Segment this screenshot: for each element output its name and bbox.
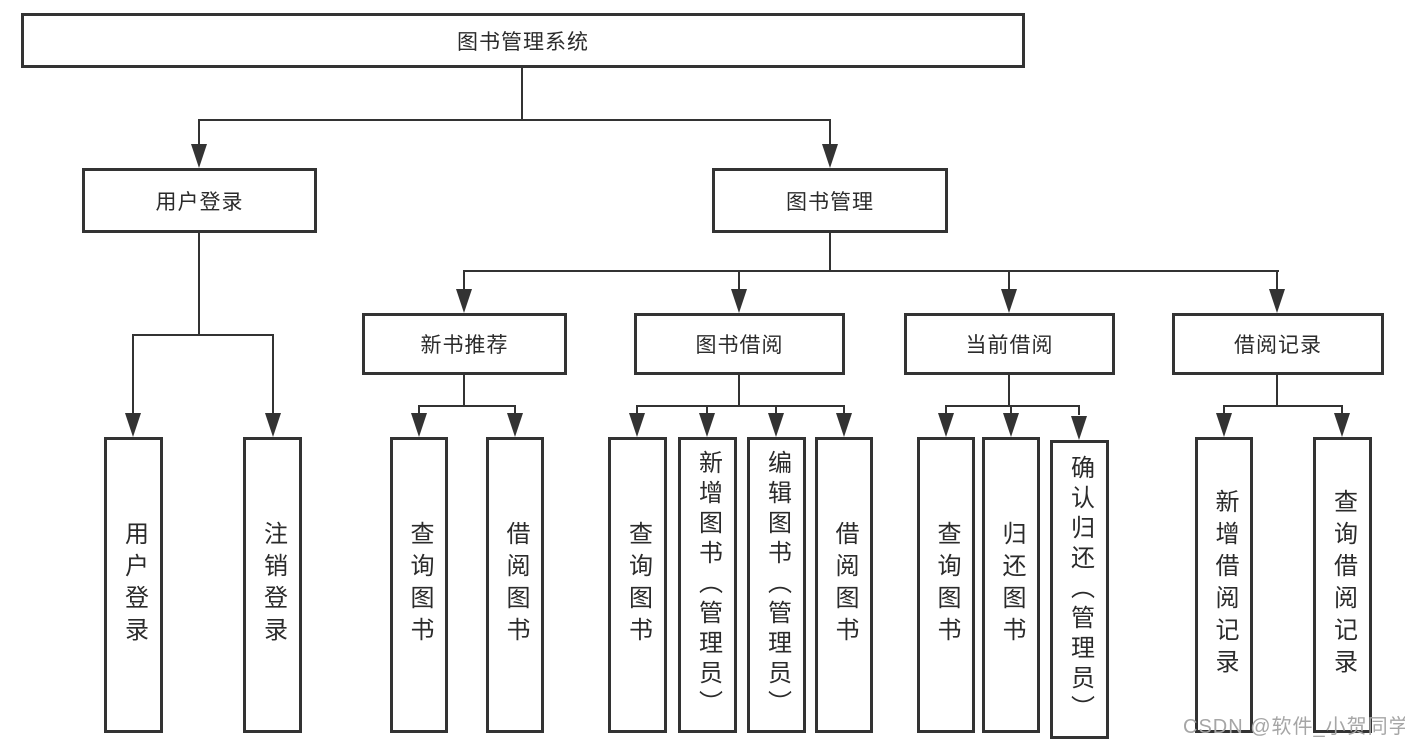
connector-user-login-crossbar [132, 334, 274, 336]
connector-leaf [775, 405, 777, 415]
arrow-down-icon [699, 413, 715, 437]
arrow-down-icon [836, 413, 852, 437]
leaf-label: 新增借阅记录 [1211, 489, 1238, 681]
leaf-borrow-book-1: 借阅图书 [486, 437, 544, 733]
node-label: 图书管理系统 [457, 30, 589, 54]
leaf-label: 查询图书 [624, 521, 652, 649]
connector-to-new-book-rec [463, 270, 465, 292]
connector-new-book-rec-stem [463, 373, 465, 407]
node-label: 新书推荐 [420, 334, 509, 357]
connector-to-borrow-record [1276, 270, 1278, 292]
arrow-down-icon [1334, 413, 1350, 437]
leaf-edit-book-admin: 编辑图书（管理员） [747, 437, 806, 733]
connector-leaf [418, 405, 420, 415]
connector-leaf [636, 405, 638, 415]
connector-leaf [706, 405, 708, 415]
leaf-label: 借阅图书 [502, 521, 529, 649]
leaf-label: 归还图书 [998, 521, 1025, 649]
arrow-down-icon [768, 413, 784, 437]
leaf-label: 查询借阅记录 [1329, 489, 1357, 681]
leaf-borrow-book-2: 借阅图书 [815, 437, 873, 733]
arrow-down-icon [1269, 289, 1285, 313]
node-label: 借阅记录 [1234, 334, 1322, 357]
connector-leaf [1223, 405, 1225, 415]
arrow-down-icon [822, 144, 838, 168]
node-label: 当前借阅 [965, 334, 1054, 357]
arrow-down-icon [1216, 413, 1232, 437]
connector-leaf [945, 405, 947, 415]
connector-borrow-record-stem [1276, 373, 1278, 407]
arrow-down-icon [1003, 413, 1019, 437]
connector-book-borrow-stem [738, 373, 740, 407]
leaf-label: 确认归还（管理员） [1066, 454, 1094, 725]
node-user-login: 用户登录 [82, 168, 317, 233]
arrow-down-icon [265, 413, 281, 437]
connector-leaf [1078, 405, 1080, 415]
leaf-query-borrow-record: 查询借阅记录 [1313, 437, 1372, 733]
leaf-label: 查询图书 [933, 521, 960, 649]
node-label: 用户登录 [155, 190, 244, 214]
node-book-borrow: 图书借阅 [634, 313, 845, 375]
arrow-down-icon [731, 289, 747, 313]
leaf-return-book: 归还图书 [982, 437, 1040, 733]
node-current-borrow: 当前借阅 [904, 313, 1115, 375]
arrow-down-icon [507, 413, 523, 437]
arrow-down-icon [191, 144, 207, 168]
connector-leaf [1010, 405, 1012, 415]
leaf-query-book-2: 查询图书 [608, 437, 667, 733]
node-new-book-recommend: 新书推荐 [362, 313, 567, 375]
connector-root-stem [521, 68, 523, 121]
connector-leaf [1341, 405, 1343, 415]
connector-to-leaf-user-login [132, 334, 134, 413]
connector-current-borrow-stem [1008, 373, 1010, 407]
connector-current-borrow-crossbar [945, 405, 1080, 407]
leaf-add-book-admin: 新增图书（管理员） [678, 437, 737, 733]
connector-book-borrow-crossbar [637, 405, 845, 407]
leaf-user-login: 用户登录 [104, 437, 163, 733]
arrow-down-icon [1001, 289, 1017, 313]
node-borrow-record: 借阅记录 [1172, 313, 1384, 375]
arrow-down-icon [1071, 416, 1087, 440]
connector-book-mgmt-crossbar [463, 270, 1279, 272]
leaf-label: 注销登录 [259, 521, 287, 649]
csdn-watermark: CSDN @软件_小贺同学 [1183, 716, 1405, 738]
connector-new-book-rec-crossbar [418, 405, 516, 407]
arrow-down-icon [629, 413, 645, 437]
leaf-label: 借阅图书 [831, 521, 858, 649]
arrow-down-icon [411, 413, 427, 437]
node-label: 图书管理 [786, 190, 874, 214]
connector-to-user-login [198, 119, 200, 146]
connector-leaf [514, 405, 516, 415]
leaf-add-borrow-record: 新增借阅记录 [1195, 437, 1253, 733]
arrow-down-icon [125, 413, 141, 437]
node-root-library-management-system: 图书管理系统 [21, 13, 1025, 68]
connector-to-leaf-logout [272, 334, 274, 413]
connector-to-book-mgmt [829, 119, 831, 146]
connector-user-login-stem [198, 231, 200, 336]
leaf-query-book-3: 查询图书 [917, 437, 975, 733]
connector-to-current-borrow [1008, 270, 1010, 292]
leaf-label: 用户登录 [120, 521, 148, 649]
connector-book-mgmt-stem [829, 231, 831, 271]
node-book-management: 图书管理 [712, 168, 948, 233]
connector-root-crossbar [198, 119, 831, 121]
leaf-confirm-return-admin: 确认归还（管理员） [1050, 440, 1109, 739]
leaf-label: 新增图书（管理员） [694, 450, 722, 720]
node-label: 图书借阅 [695, 334, 784, 357]
leaf-label: 查询图书 [406, 521, 433, 649]
leaf-label: 编辑图书（管理员） [763, 450, 791, 720]
connector-to-book-borrow [738, 270, 740, 292]
arrow-down-icon [938, 413, 954, 437]
leaf-query-book-1: 查询图书 [390, 437, 448, 733]
arrow-down-icon [456, 289, 472, 313]
connector-leaf [843, 405, 845, 415]
leaf-logout: 注销登录 [243, 437, 302, 733]
connector-borrow-record-crossbar [1223, 405, 1343, 407]
